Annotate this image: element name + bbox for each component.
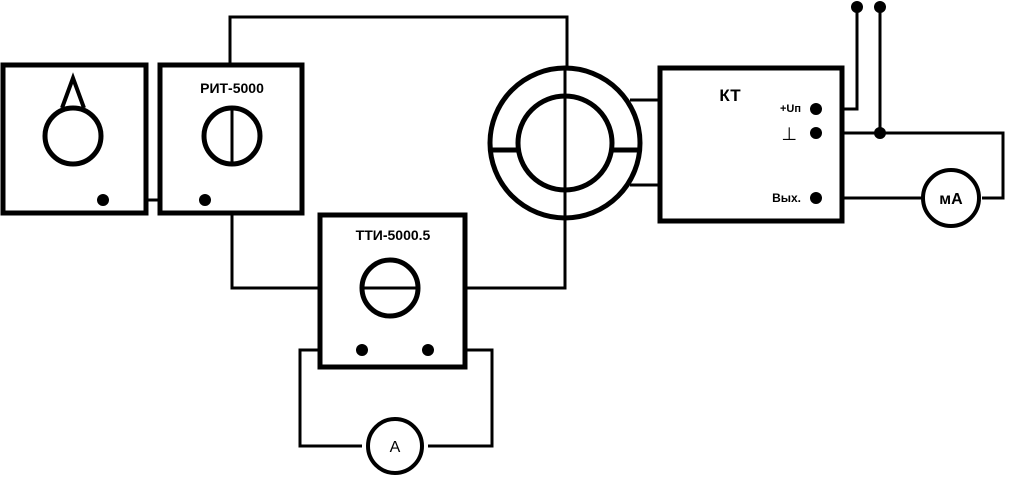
ct-outer-ring xyxy=(487,65,643,221)
kt-label: КТ xyxy=(719,86,741,105)
tti-label: ТТИ-5000.5 xyxy=(356,227,431,243)
tti-box xyxy=(317,212,468,370)
kt-block: КТ +Uп ⊥ Вых. xyxy=(657,65,845,224)
supply-terminal-ground xyxy=(874,1,886,13)
kt-plus-terminal xyxy=(810,103,822,115)
milliammeter: мА xyxy=(921,168,981,228)
current-transformer xyxy=(487,65,643,221)
ammeter: А xyxy=(366,417,424,475)
kt-ground-label: ⊥ xyxy=(781,124,797,144)
generator-pointer-icon xyxy=(60,72,86,109)
supply-terminal-plus xyxy=(851,1,863,13)
rit-terminal xyxy=(199,194,211,206)
wire-top-loop xyxy=(228,15,569,68)
kt-out-label: Вых. xyxy=(772,191,801,205)
generator-box xyxy=(0,62,149,216)
tti-block: ТТИ-5000.5 xyxy=(317,212,468,370)
generator-block xyxy=(0,62,149,216)
wire-kt-ground xyxy=(816,131,1005,200)
tti-terminal-left xyxy=(356,344,368,356)
rit-label: РИТ-5000 xyxy=(200,80,264,96)
ground-junction xyxy=(874,127,886,139)
ammeter-circle xyxy=(366,417,424,475)
supply-terminals xyxy=(851,1,886,139)
milliammeter-label: мА xyxy=(939,191,963,208)
tti-terminal-right xyxy=(422,344,434,356)
kt-out-terminal xyxy=(810,192,822,204)
generator-terminal xyxy=(97,194,109,206)
generator-dial xyxy=(42,105,104,167)
rit-block: РИТ-5000 xyxy=(157,62,305,216)
kt-plus-label: +Uп xyxy=(780,103,801,115)
ammeter-label: А xyxy=(390,439,401,456)
milliammeter-circle xyxy=(921,168,981,228)
kt-ground-terminal xyxy=(810,127,822,139)
